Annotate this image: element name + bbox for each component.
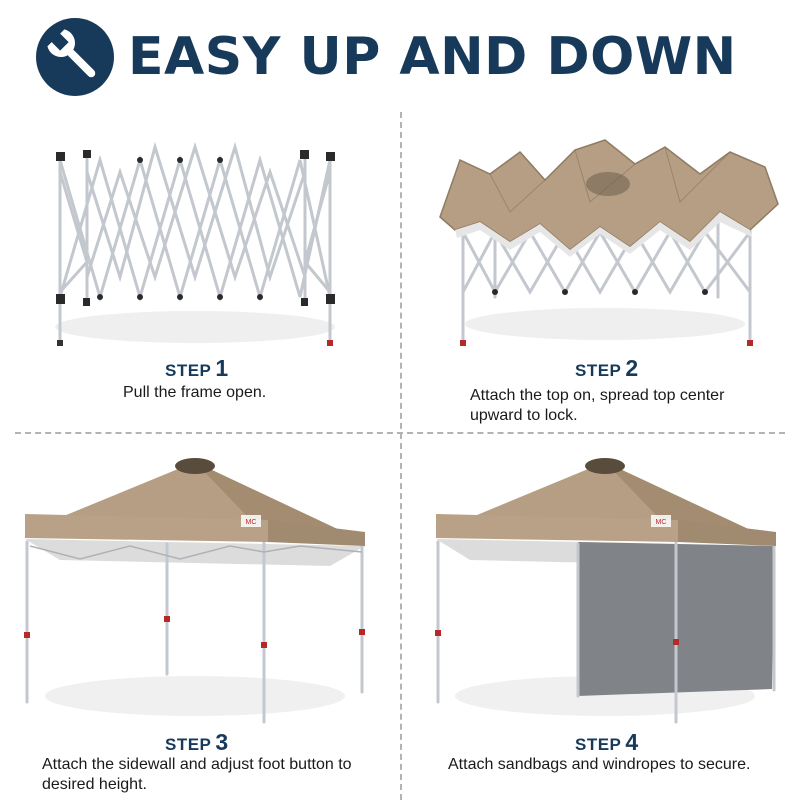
step-word: STEP (165, 361, 212, 380)
step-3-instruction: Attach the sidewall and adjust foot butt… (42, 756, 352, 793)
step-number: 4 (625, 729, 639, 755)
horizontal-divider (15, 432, 785, 434)
step-word: STEP (165, 735, 212, 754)
step-number: 1 (215, 355, 229, 381)
step-word: STEP (575, 735, 622, 754)
page-title: EASY UP AND DOWN (128, 27, 737, 87)
step-2-instruction: Attach the top on, spread top center upw… (470, 387, 725, 424)
step-number: 3 (215, 729, 229, 755)
step-number: 2 (625, 355, 639, 381)
step-1-instruction: Pull the frame open. (123, 384, 267, 401)
wrench-icon (47, 29, 96, 78)
expanded-frame-illustration (55, 141, 335, 346)
step-4-instruction: Attach sandbags and windropes to secure. (448, 756, 751, 773)
brand-logo: MC (656, 519, 667, 526)
step-word: STEP (575, 361, 622, 380)
wrench-badge (36, 18, 114, 96)
canopy-raised-illustration: MC (24, 458, 365, 724)
header: EASY UP AND DOWN (0, 0, 800, 110)
canopy-attaching-illustration (439, 139, 779, 346)
canopy-sidewall-illustration: MC (435, 458, 776, 724)
vertical-divider (400, 112, 402, 800)
brand-logo: MC (246, 519, 257, 526)
